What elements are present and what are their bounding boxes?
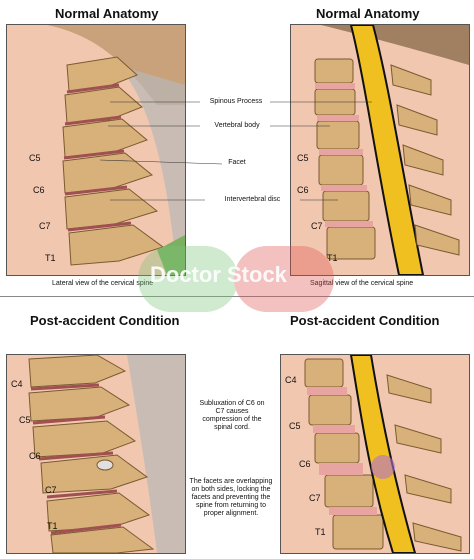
label-post-lateral-c7: C7 bbox=[45, 485, 57, 495]
spinal-cord bbox=[349, 25, 425, 275]
sagittal-spine-illustration: C5 C6 C7 T1 bbox=[290, 24, 470, 276]
post-accident-lateral-illustration: C4 C5 C6 C7 T1 bbox=[6, 354, 186, 554]
label-post-lateral-c4: C4 bbox=[11, 379, 23, 389]
post-accident-lateral-svg bbox=[7, 355, 185, 553]
label-lateral-c6: C6 bbox=[33, 185, 45, 195]
label-sagittal-c5: C5 bbox=[297, 153, 309, 163]
callout-intervertebral-disc: Intervertebral disc bbox=[224, 196, 281, 203]
label-lateral-c5: C5 bbox=[29, 153, 41, 163]
lateral-view-caption: Lateral view of the cervical spine bbox=[52, 280, 154, 287]
lateral-vertebrae bbox=[62, 56, 165, 266]
label-sagittal-t1: T1 bbox=[327, 253, 338, 263]
bottom-left-title: Post-accident Condition bbox=[30, 313, 180, 328]
watermark-logo bbox=[138, 246, 334, 312]
label-sagittal-c6: C6 bbox=[297, 185, 309, 195]
label-post-sagittal-c4: C4 bbox=[285, 375, 297, 385]
section-divider bbox=[0, 296, 474, 297]
lateral-spine-illustration: C5 C6 C7 T1 bbox=[6, 24, 186, 276]
top-left-title: Normal Anatomy bbox=[55, 6, 159, 21]
post-accident-lateral-vertebrae bbox=[28, 355, 155, 553]
top-right-title: Normal Anatomy bbox=[316, 6, 420, 21]
label-post-sagittal-c6: C6 bbox=[299, 459, 311, 469]
label-post-lateral-c5: C5 bbox=[19, 415, 31, 425]
sagittal-spinous-processes bbox=[390, 64, 460, 256]
bottom-right-title: Post-accident Condition bbox=[290, 313, 440, 328]
callout-facet: Facet bbox=[228, 159, 246, 166]
sagittal-view-caption: Sagittal view of the cervical spine bbox=[310, 280, 414, 287]
lateral-spine-svg bbox=[7, 25, 185, 275]
subluxation-note: Subluxation of C6 on C7 causes compressi… bbox=[199, 400, 265, 431]
post-accident-sagittal-illustration: C4 C5 C6 C7 T1 bbox=[280, 354, 470, 554]
label-post-sagittal-t1: T1 bbox=[315, 527, 326, 537]
watermark-text: Doctor Stock bbox=[150, 262, 287, 287]
label-post-lateral-t1: T1 bbox=[47, 521, 58, 531]
lateral-discs bbox=[63, 83, 132, 232]
label-lateral-c7: C7 bbox=[39, 221, 51, 231]
post-accident-sagittal-svg bbox=[281, 355, 469, 553]
callout-spinous-process: Spinous Process bbox=[209, 98, 263, 105]
label-sagittal-c7: C7 bbox=[311, 221, 323, 231]
sagittal-discs bbox=[315, 83, 373, 227]
label-post-sagittal-c5: C5 bbox=[289, 421, 301, 431]
label-post-sagittal-c7: C7 bbox=[309, 493, 321, 503]
label-post-lateral-c6: C6 bbox=[29, 451, 41, 461]
facet-overlap-note: The facets are overlapping on both sides… bbox=[189, 478, 273, 517]
sagittal-spine-svg bbox=[291, 25, 469, 275]
post-accident-spinal-cord bbox=[349, 355, 417, 553]
label-lateral-t1: T1 bbox=[45, 253, 56, 263]
callout-vertebral-body: Vertebral body bbox=[214, 122, 260, 129]
post-accident-sagittal-bodies bbox=[304, 358, 384, 550]
